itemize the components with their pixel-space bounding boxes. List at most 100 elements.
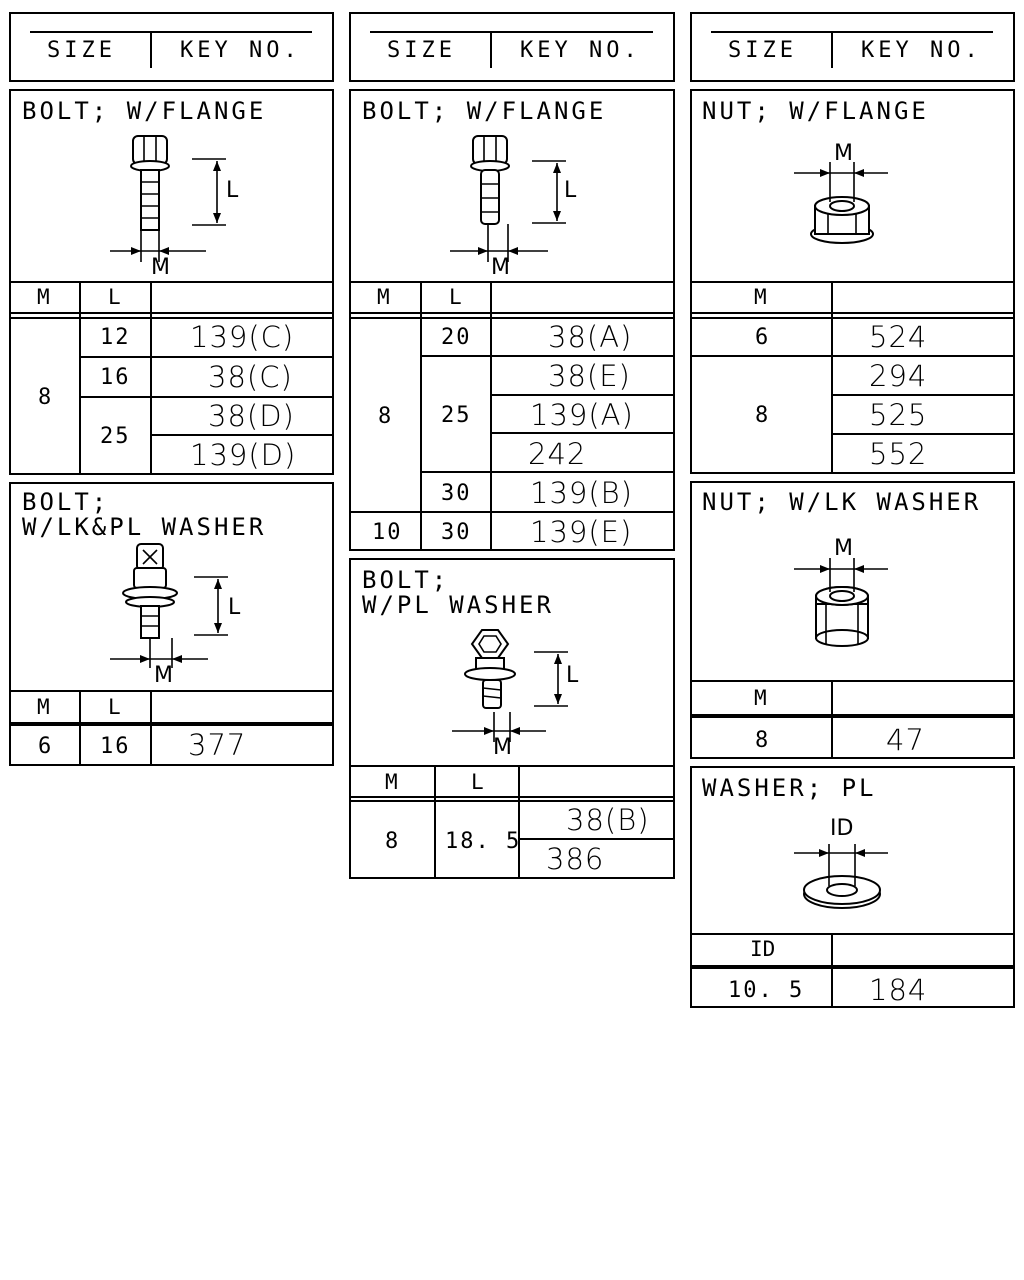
bolt-flange-illustration — [110, 135, 226, 262]
id-value: 10. 5 — [728, 978, 805, 1003]
key-no-value: 242 — [528, 437, 587, 471]
panel-title-line-1: BOLT; — [362, 566, 450, 594]
header-box-3 — [690, 12, 1015, 82]
panel-bolt-lkpl-washer — [9, 482, 334, 766]
key-no-value: 139(D) — [190, 438, 297, 472]
table-rule-thick — [9, 722, 334, 726]
table-rule — [690, 680, 1015, 682]
table-divider — [150, 690, 152, 766]
table-divider — [420, 281, 422, 551]
table-rule — [420, 471, 675, 473]
table-rule — [490, 432, 675, 434]
l-value: 30 — [441, 520, 472, 545]
key-no-value: 38(E) — [548, 359, 631, 393]
l-value: 20 — [441, 325, 472, 350]
key-no-value: 38(C) — [208, 360, 293, 394]
header-rule-2 — [370, 31, 653, 33]
key-no-value: 47 — [886, 723, 925, 757]
m-value: 8 — [38, 385, 54, 410]
table-rule — [349, 317, 675, 319]
col-l-header: L — [108, 285, 121, 309]
l-value: 12 — [100, 325, 131, 350]
size-header-2: SIZE — [387, 38, 456, 63]
size-header-1: SIZE — [47, 38, 116, 63]
key-no-value: 525 — [869, 398, 928, 432]
key-no-value: 184 — [869, 973, 928, 1007]
col-m-header: M — [37, 285, 50, 309]
bolt-lk-pl-washer-illustration — [110, 543, 228, 668]
key-no-value: 38(D) — [208, 399, 295, 433]
key-no-value: 377 — [188, 728, 247, 762]
header-rule-1 — [30, 31, 312, 33]
table-rule-thick — [690, 965, 1015, 969]
l-value: 25 — [441, 403, 472, 428]
m-value: 10 — [372, 520, 403, 545]
table-divider — [434, 765, 436, 879]
dim-l-label: L — [566, 663, 579, 688]
table-rule — [690, 281, 1015, 283]
table-rule — [150, 434, 334, 436]
table-rule — [349, 281, 675, 283]
table-rule — [79, 396, 334, 398]
panel-title-line-2: W/LK&PL WASHER — [22, 513, 267, 541]
m-value: 6 — [755, 325, 771, 350]
dim-m-label: M — [493, 735, 512, 760]
table-divider — [831, 281, 833, 474]
key-no-value: 139(B) — [530, 476, 633, 510]
header-box-2 — [349, 12, 675, 82]
l-value: 16 — [100, 734, 131, 759]
col-m-header: M — [377, 285, 390, 309]
l-value: 18. 5 — [445, 829, 522, 854]
table-rule — [831, 394, 1015, 396]
dim-m-label: M — [834, 141, 853, 166]
m-value: 8 — [755, 403, 771, 428]
key-no-value: 386 — [546, 842, 605, 876]
table-rule — [349, 312, 675, 314]
col-m-header: M — [385, 770, 398, 794]
nut-lk-washer-illustration — [794, 558, 888, 647]
table-divider — [79, 281, 81, 475]
m-value: 8 — [378, 404, 394, 429]
panel-title-line-2: W/PL WASHER — [362, 591, 554, 619]
table-divider — [150, 281, 152, 475]
key-no-value: 139(E) — [530, 515, 633, 549]
table-rule — [690, 312, 1015, 314]
table-rule-thick — [690, 714, 1015, 718]
bolt-pl-washer-illustration — [452, 629, 568, 742]
washer-pl-illustration — [794, 844, 888, 909]
l-value: 16 — [100, 365, 131, 390]
panel-title: BOLT; W/FLANGE — [22, 97, 267, 125]
key-no-header-2: KEY NO. — [520, 38, 641, 63]
col-id-header: ID — [750, 937, 776, 961]
key-no-value: 139(C) — [190, 320, 295, 354]
key-no-value: 38(B) — [566, 803, 650, 837]
dim-id-label: ID — [830, 816, 854, 841]
key-no-value: 139(A) — [530, 398, 634, 432]
l-value: 25 — [100, 424, 131, 449]
table-rule — [690, 933, 1015, 935]
panel-title-line-1: BOLT; — [22, 488, 110, 516]
header-divider-3 — [831, 32, 833, 68]
table-rule — [490, 394, 675, 396]
panel-title: BOLT; W/FLANGE — [362, 97, 607, 125]
table-rule — [420, 355, 675, 357]
header-rule-3 — [711, 31, 993, 33]
col-l-header: L — [108, 695, 121, 719]
table-rule — [690, 317, 1015, 319]
l-value: 30 — [441, 481, 472, 506]
table-rule — [690, 355, 1015, 357]
header-divider-1 — [150, 32, 152, 68]
table-rule — [349, 765, 675, 767]
col-m-header: M — [37, 695, 50, 719]
table-rule — [349, 796, 675, 798]
col-m-header: M — [754, 285, 767, 309]
panel-title: NUT; W/LK WASHER — [702, 488, 982, 516]
table-rule — [79, 356, 334, 358]
key-no-value: 294 — [869, 359, 928, 393]
nut-flange-illustration — [794, 162, 888, 244]
dim-m-label: M — [151, 255, 170, 280]
table-rule — [349, 511, 675, 513]
key-no-value: 524 — [869, 320, 928, 354]
panel-bolt-pl-washer — [349, 558, 675, 879]
table-rule — [9, 317, 334, 319]
